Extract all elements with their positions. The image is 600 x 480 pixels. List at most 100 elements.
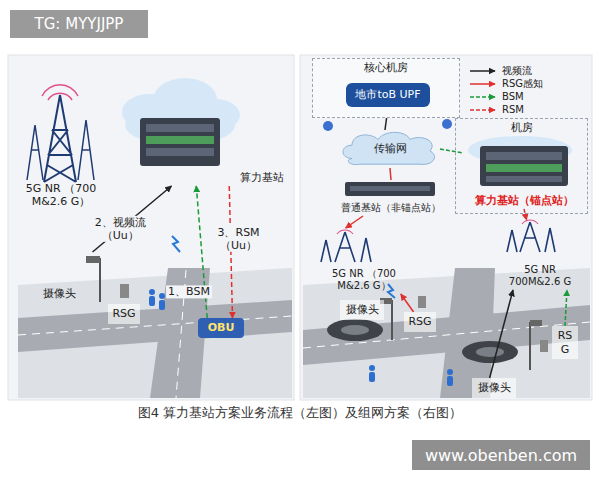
normal-station: 普通基站（非锚点站） [335, 180, 447, 216]
anchor-station: 算力基站（锚点站） [463, 139, 585, 209]
camera-pole [86, 256, 100, 263]
legend-row: RSG感知 [468, 77, 578, 90]
camera-pole [86, 256, 548, 370]
server-icon [146, 124, 214, 132]
pedestrian [369, 365, 375, 371]
right-panel [476, 347, 504, 357]
node-text: 普通基站（非锚点站） [341, 202, 441, 214]
connector [401, 294, 414, 312]
legend-sample [468, 92, 498, 102]
edge-label: 1、BSM [166, 285, 212, 298]
server-icon [486, 164, 562, 172]
caption: 图4 算力基站方案业务流程（左图）及组网方案（右图） [0, 404, 600, 422]
legend-text: 视频流 [502, 64, 532, 78]
node-text: RSG [408, 315, 431, 328]
legend-line [470, 109, 495, 111]
rsg-node: RS G [552, 326, 578, 359]
connector [93, 186, 172, 252]
node-text: RS G [555, 329, 575, 355]
camera-pole [391, 300, 393, 340]
node-text: 摄像头 [43, 287, 76, 300]
rsg-node: RSG [108, 304, 140, 324]
tower-icon [337, 220, 538, 234]
camera-pole [530, 320, 542, 326]
right-panel [300, 55, 592, 400]
legend-sample [468, 105, 498, 115]
legend-sample [468, 66, 498, 76]
router-icon [323, 121, 333, 131]
tower-node: 5G NR 700M&2.6 G [495, 220, 585, 290]
camera-node: 摄像头 [472, 378, 516, 398]
node-text: 5G NR （700 M&2.6 G） [14, 182, 109, 208]
right-panel [341, 325, 369, 335]
router-icon [442, 119, 452, 129]
rsg-node: RSG [404, 312, 436, 332]
core-room: 核心机房地市toB UPF [312, 58, 460, 118]
vehicle-obu: OBU [198, 318, 244, 338]
connector [565, 290, 567, 326]
camera-node: 摄像头 [340, 300, 384, 320]
left-panel [176, 270, 186, 398]
camera-pole [99, 258, 101, 302]
server-icon [122, 78, 572, 196]
connector [524, 209, 527, 220]
node-text: 5G NR （700 M&2.6 G） [321, 268, 407, 292]
right-panel [462, 341, 518, 363]
legend: 视频流RSG感知BSMRSM [468, 64, 578, 116]
tower-icon [507, 222, 555, 252]
tower-icon [321, 232, 371, 262]
camera-pole [529, 322, 531, 370]
left-panel [18, 316, 292, 335]
server-icon [480, 146, 568, 186]
legend-row: BSM [468, 90, 578, 103]
legend-text: RSG感知 [502, 77, 543, 91]
tower-node: 5G NR （700 M&2.6 G） [318, 228, 410, 294]
legend-line [470, 96, 495, 98]
tower-icon [27, 85, 555, 262]
edge-label: 2、视频流 （Uu） [89, 216, 151, 242]
node-text: 算力基站 [240, 171, 284, 184]
legend-line [470, 70, 495, 72]
node-text: 摄像头 [346, 303, 379, 316]
wireless-signal [172, 236, 180, 252]
upf-box: 地市toB UPF [346, 83, 430, 107]
connector [229, 186, 232, 318]
node-text: RSG [112, 307, 135, 320]
transport-cloud: 传输网 [340, 130, 440, 168]
node-text: OBU [208, 321, 235, 334]
pedestrian [159, 300, 165, 310]
legend-line [470, 83, 495, 85]
server-icon [146, 148, 214, 156]
pedestrian [149, 289, 155, 295]
server-icon [140, 118, 220, 166]
connector [440, 149, 463, 153]
pedestrian [447, 369, 453, 375]
camera-node: 摄像头 [40, 252, 110, 302]
node-text: 算力基站（锚点站） [475, 194, 574, 207]
pedestrian [149, 296, 155, 306]
camera-pole [120, 284, 129, 298]
node-text: 摄像头 [478, 381, 511, 394]
connector [346, 216, 363, 228]
pedestrian [369, 372, 375, 382]
server-icon [486, 176, 562, 182]
node-text: 地市toB UPF [355, 88, 420, 101]
legend-sample [468, 79, 498, 89]
watermark: TG: MYYJJPP [10, 10, 148, 38]
legend-row: RSM [468, 103, 578, 116]
camera-pole [418, 296, 426, 308]
watermark: www.obenben.com [412, 440, 590, 470]
left-panel [18, 268, 292, 398]
tower-icon [27, 120, 94, 180]
server-icon [486, 152, 562, 160]
pedestrian [159, 293, 165, 299]
connector [196, 186, 207, 318]
server-icon [345, 182, 435, 196]
cloud-outline [343, 132, 435, 164]
left-panel [18, 300, 292, 352]
pedestrian [447, 376, 453, 386]
tower-icon [44, 95, 76, 182]
server-icon [350, 186, 430, 191]
legend-text: RSM [502, 104, 524, 115]
